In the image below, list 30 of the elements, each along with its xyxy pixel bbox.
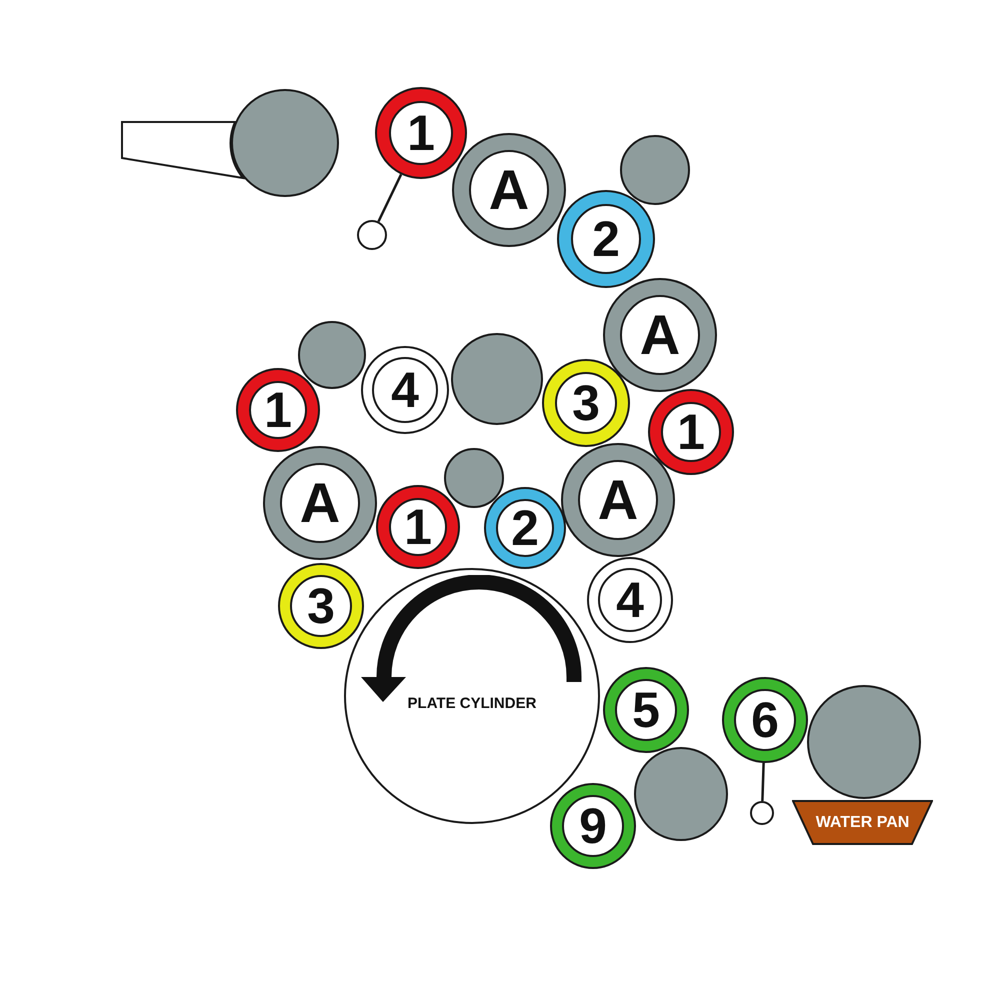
roller-number: 3 — [307, 581, 335, 631]
roller-number: 2 — [592, 214, 620, 264]
roller-letter: A — [300, 475, 340, 531]
roller-number: 3 — [572, 378, 600, 428]
pivot-point — [750, 801, 774, 825]
roller-number: 1 — [407, 108, 435, 158]
roller-number: 2 — [511, 503, 539, 553]
roller-number: 5 — [632, 685, 660, 735]
ink-fountain-blade — [121, 121, 245, 180]
numbered-roller — [648, 389, 734, 475]
roller-number: 9 — [579, 801, 607, 851]
numbered-roller — [542, 359, 630, 447]
numbered-roller — [484, 487, 566, 569]
roller-number: 1 — [677, 407, 705, 457]
roller-letter: A — [640, 307, 680, 363]
roller-number: 6 — [751, 695, 779, 745]
roller-letter: A — [488, 162, 530, 218]
roller-number: 4 — [391, 365, 419, 415]
roller-number: 4 — [616, 575, 644, 625]
roller-number: 1 — [404, 502, 432, 552]
pivot-arm — [761, 762, 765, 802]
pivot-arm — [377, 174, 402, 222]
roller-number: 1 — [264, 385, 292, 435]
roller — [298, 321, 366, 389]
pan-label: WATER PAN — [816, 814, 910, 830]
cylinder-label: PLATE CYLINDER — [408, 696, 536, 711]
pivot-point — [357, 220, 387, 250]
numbered-roller — [376, 485, 460, 569]
roller — [444, 448, 504, 508]
roller-letter: A — [598, 472, 638, 528]
